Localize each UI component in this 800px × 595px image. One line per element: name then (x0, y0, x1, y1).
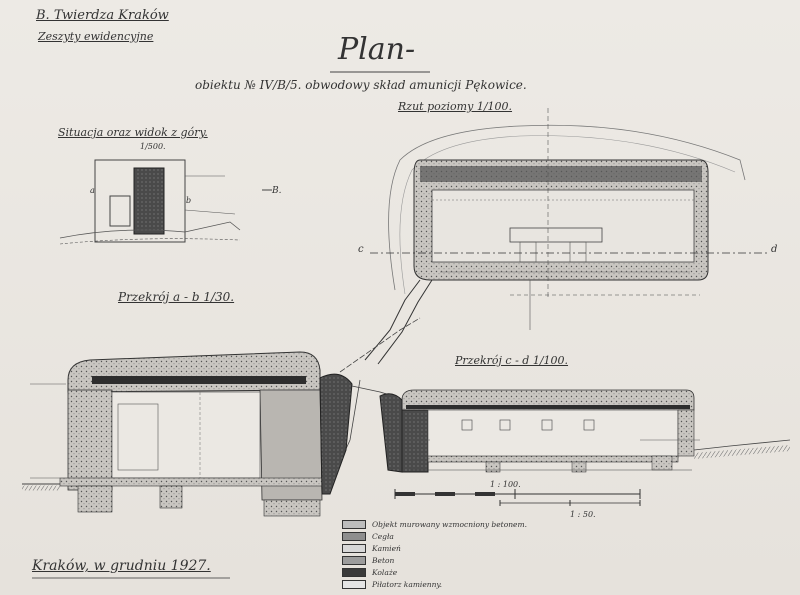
legend-label: Kolaże (372, 567, 398, 577)
plan-view-drawing (364, 108, 770, 365)
legend-item: Kolaże (342, 566, 397, 578)
legend-label: Objekt murowany wzmocniony betonem. (372, 519, 527, 529)
legend-item: Objekt murowany wzmocniony betonem. (342, 518, 527, 530)
page-subtitle: obiektu № IV/B/5. obwodowy skład amunicj… (195, 78, 527, 92)
marker-d: d (771, 244, 778, 255)
scale-2: 1 : 50. (570, 510, 596, 519)
legend-label: Piłatorz kamienny. (372, 579, 443, 589)
scale-bar-1 (394, 489, 641, 499)
legend-label: Beton (372, 555, 395, 565)
legend-swatch (342, 579, 366, 589)
footer-place-date: Kraków, w grudniu 1927. (32, 558, 211, 574)
legend-swatch (342, 567, 366, 577)
scale-1: 1 : 100. (490, 480, 521, 489)
marker-side: B. (272, 186, 282, 196)
section-cd-label: Przekrój c - d 1/100. (455, 354, 569, 367)
scale-bar-2 (499, 500, 641, 506)
legend-label: Cegła (372, 531, 394, 541)
situation-scale: 1/500. (140, 142, 166, 151)
legend-swatch (342, 543, 366, 553)
page-title: Plan- (338, 32, 416, 67)
marker-b: b (186, 196, 192, 205)
section-ab-label: Przekrój a - b 1/30. (118, 290, 235, 304)
section-cd-drawing (379, 389, 791, 473)
situation-drawing (59, 159, 272, 245)
header-line1: B. Twierdza Kraków (36, 8, 169, 23)
situation-label: Situacja oraz widok z góry. (58, 126, 208, 139)
section-ab-drawing (22, 317, 421, 517)
legend-item: Cegła (342, 530, 394, 542)
legend-swatch (342, 531, 366, 541)
legend-item: Piłatorz kamienny. (342, 578, 442, 590)
marker-a: a (90, 186, 95, 195)
legend-item: Beton (342, 554, 394, 566)
legend-label: Kamień (372, 543, 401, 553)
legend-swatch (342, 555, 366, 565)
legend-item: Kamień (342, 542, 401, 554)
header-line2: Zeszyty ewidencyjne (38, 30, 154, 43)
legend-swatch (342, 519, 366, 529)
marker-c: c (358, 244, 364, 255)
plan-view-label: Rzut poziomy 1/100. (398, 100, 513, 113)
